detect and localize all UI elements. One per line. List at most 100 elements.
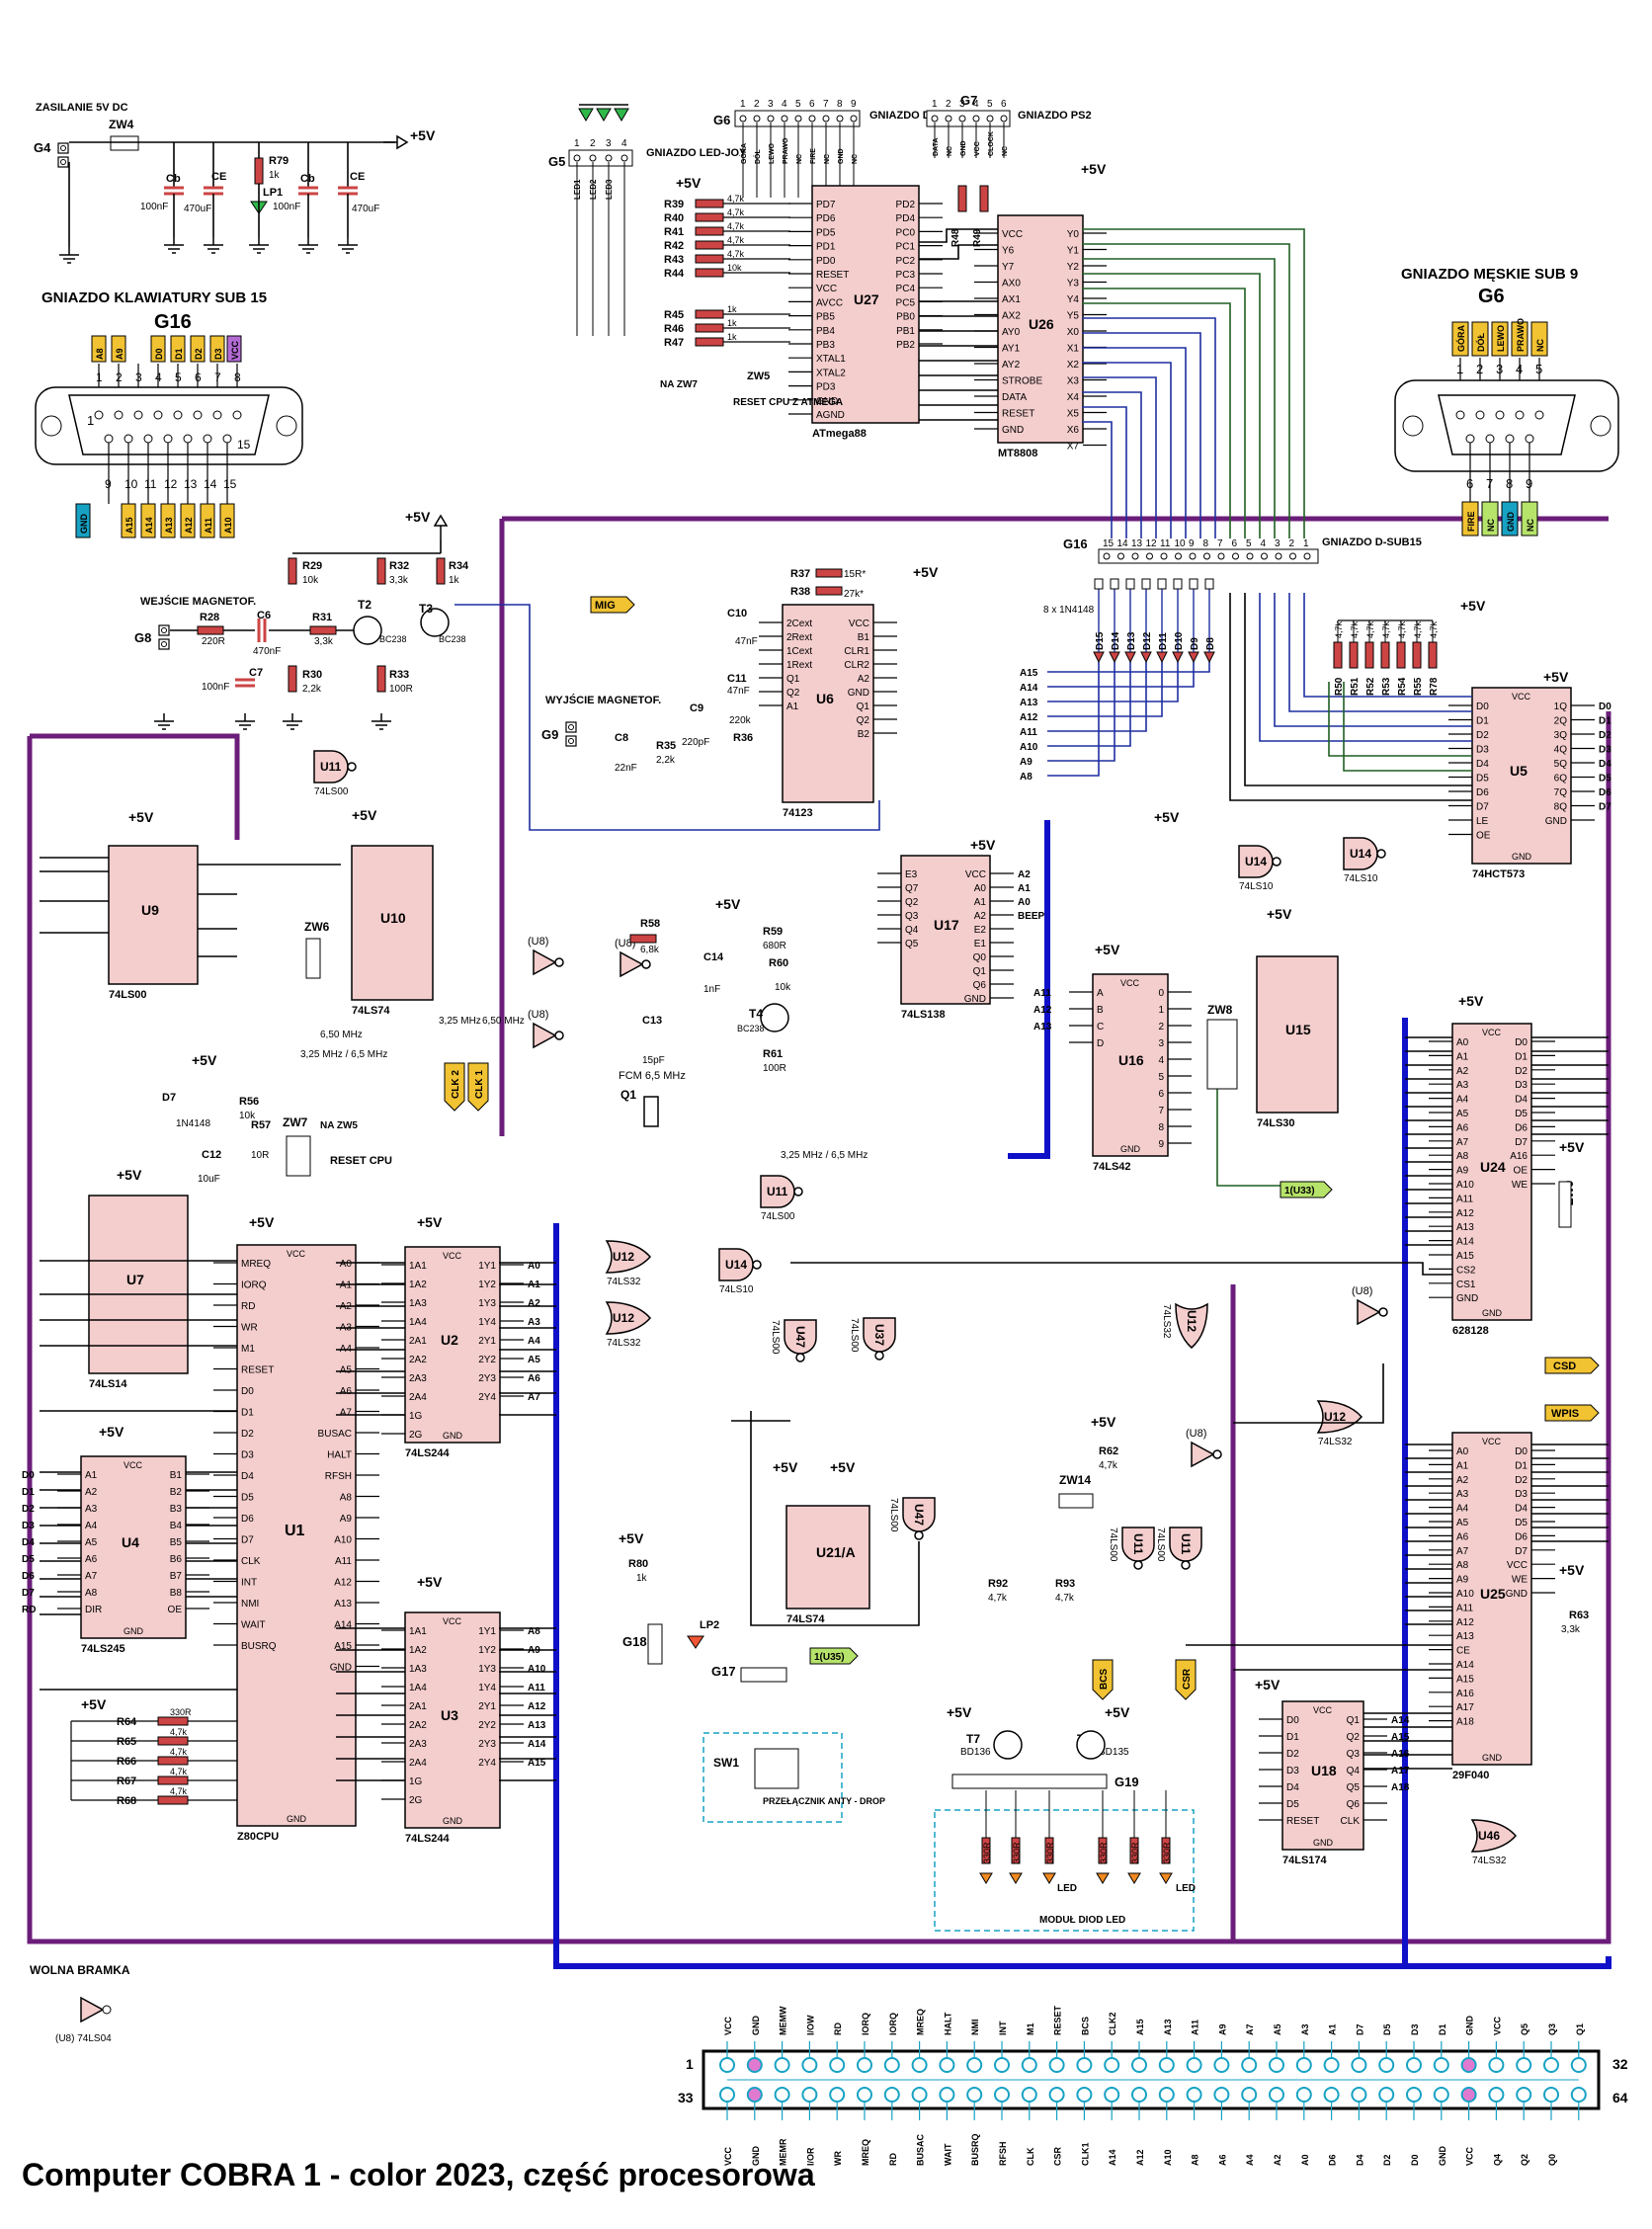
- label: WR: [241, 1323, 258, 1334]
- label: PB5: [816, 312, 835, 323]
- label: R51: [1350, 677, 1361, 696]
- label: D4: [1286, 1782, 1299, 1793]
- kb-tag: [150, 335, 166, 363]
- label: U18: [1311, 1763, 1337, 1778]
- label: 2: [754, 99, 760, 110]
- label: LE: [1476, 816, 1489, 827]
- label: 74LS32: [607, 1338, 641, 1349]
- label: 2Y1: [478, 1701, 496, 1712]
- label: Q6: [973, 980, 987, 991]
- csd-tag: [1544, 1357, 1600, 1374]
- chip-u6: 2Cext2Rext1Cext1RextQ1Q2A1VCCB1CLR1CLR2A…: [759, 604, 897, 819]
- svg-text:100nF: 100nF: [273, 202, 300, 212]
- svg-text:GNIAZDO PS2: GNIAZDO PS2: [1018, 110, 1092, 122]
- bus-pin: [1158, 2057, 1175, 2073]
- svg-text:WOLNA BRAMKA: WOLNA BRAMKA: [30, 1963, 130, 1977]
- svg-text:FCM 6,5 MHz: FCM 6,5 MHz: [619, 1070, 686, 1082]
- label: PC4: [896, 284, 916, 294]
- kb-tag-bottom: [180, 503, 196, 538]
- label: D6: [1599, 787, 1611, 798]
- label: A2: [1273, 2154, 1282, 2166]
- label: U3: [441, 1707, 458, 1723]
- kb-tag-bottom: [140, 503, 156, 538]
- label: 4,7k: [727, 221, 745, 231]
- label: D3: [1515, 1080, 1528, 1091]
- label: VCC: [723, 2016, 733, 2035]
- power-caps: Cb CE Cb CE 100nF 470uF 100nF 470uF: [140, 142, 379, 254]
- label: CLK: [1026, 2147, 1035, 2166]
- label: R68: [117, 1795, 136, 1807]
- svg-text:+5V: +5V: [1559, 1139, 1585, 1155]
- bus-pin: [1378, 2057, 1395, 2073]
- label: 2G: [409, 1430, 423, 1441]
- label: D7: [1599, 802, 1611, 813]
- svg-text:+5V: +5V: [913, 564, 939, 580]
- label: A12: [334, 1578, 352, 1589]
- svg-text:LP1: LP1: [263, 187, 283, 199]
- label: R40: [664, 212, 684, 224]
- label: A15: [528, 1758, 546, 1769]
- bus-pin: [829, 2087, 846, 2103]
- label: U9: [141, 902, 159, 918]
- label: U14: [1350, 847, 1371, 861]
- label: D4: [241, 1471, 254, 1482]
- label: GND: [287, 1814, 307, 1824]
- label: CLR1: [844, 646, 869, 657]
- label: C: [1097, 1022, 1104, 1032]
- label: X0: [1067, 327, 1080, 338]
- svg-text:MODUŁ DIOD LED: MODUŁ DIOD LED: [1039, 1915, 1125, 1926]
- label: 4,7k: [1365, 620, 1375, 638]
- label: D0: [1286, 1715, 1299, 1726]
- label: NMI: [970, 2020, 980, 2036]
- bus-pin: [1104, 2057, 1120, 2073]
- label: A10: [1163, 2149, 1173, 2166]
- label: D7: [1355, 2023, 1364, 2035]
- led-icon: [1127, 1872, 1141, 1884]
- label: D2: [241, 1429, 254, 1440]
- label: A14: [528, 1739, 546, 1750]
- label: A1: [85, 1470, 98, 1481]
- g4-pin-2[interactable]: [57, 156, 69, 168]
- svg-text:2,2k: 2,2k: [656, 755, 676, 766]
- kb-tag: [91, 335, 107, 363]
- label: Q2: [905, 897, 919, 908]
- label: A8: [340, 1493, 353, 1504]
- g4-pin-1[interactable]: [57, 142, 69, 154]
- bus-connector: 1 33 32 64 VCCVCCGNDGNDMEMWMEMRI/OWI/ORR…: [678, 2005, 1628, 2166]
- svg-text:220R: 220R: [202, 636, 225, 647]
- label: 1Y2: [478, 1280, 496, 1290]
- svg-text:1k: 1k: [269, 170, 281, 181]
- bus-pin: [1570, 2087, 1587, 2103]
- svg-text:+5V: +5V: [81, 1696, 107, 1712]
- label: A5: [1456, 1518, 1469, 1528]
- label: 2A2: [409, 1355, 427, 1365]
- label: A0: [974, 883, 987, 894]
- svg-text:470nF: 470nF: [253, 646, 281, 657]
- label: XTAL2: [816, 368, 846, 378]
- label: B2: [170, 1487, 183, 1498]
- bus-pin: [774, 2057, 790, 2073]
- bus-pin: [1241, 2057, 1258, 2073]
- label: A13: [1456, 1631, 1474, 1642]
- svg-text:220pF: 220pF: [682, 737, 709, 748]
- label: M1: [241, 1344, 255, 1355]
- label: D4: [1599, 759, 1611, 770]
- csr-tag: [1175, 1659, 1197, 1700]
- label: Y6: [1002, 246, 1015, 257]
- zw4-jumper[interactable]: [110, 135, 139, 151]
- diode-icon: [1156, 651, 1168, 664]
- label: LEWO: [769, 142, 776, 164]
- label: A7: [1456, 1546, 1469, 1557]
- label: 4: [782, 99, 787, 110]
- u33-tag: [1280, 1181, 1333, 1198]
- label: 74LS244: [405, 1447, 451, 1459]
- label: R67: [117, 1775, 136, 1787]
- svg-text:C11: C11: [727, 673, 747, 685]
- svg-text:ZASILANIE 5V DC: ZASILANIE 5V DC: [36, 102, 128, 114]
- chip-u25: A0A1A2A3A4A5A6A7A8A9A10A11A12A13CEA14A15…: [1429, 1432, 1555, 1781]
- diode-icon: [1093, 651, 1105, 664]
- label: D5: [22, 1554, 35, 1565]
